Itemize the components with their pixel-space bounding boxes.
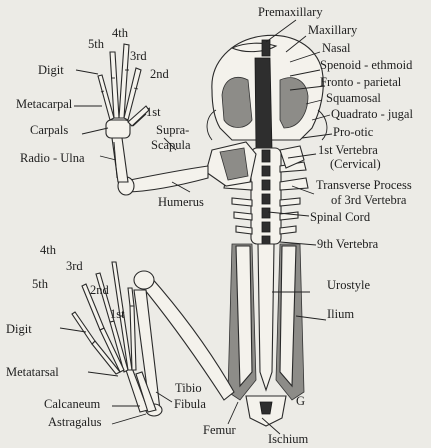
label-1st-vertebra: 1st Vertebra [318, 143, 378, 157]
label-foot-5th: 5th [32, 277, 49, 291]
label-nasal: Nasal [322, 41, 351, 55]
label-hand-3rd: 3rd [130, 49, 147, 63]
label-digit-foot: Digit [6, 322, 32, 336]
label-radio-ulna: Radio - Ulna [20, 151, 85, 165]
label-hand-5th: 5th [88, 37, 105, 51]
label-metatarsal: Metatarsal [6, 365, 59, 379]
label-signature: G [296, 394, 305, 408]
label-hand-4th: 4th [112, 26, 129, 40]
label-foot-1st: 1st [110, 307, 125, 321]
label-spinal-cord: Spinal Cord [310, 210, 371, 224]
label-carpals: Carpals [30, 123, 68, 137]
label-humerus: Humerus [158, 195, 204, 209]
label-hand-2nd: 2nd [150, 67, 170, 81]
label-transverse-process-line2: of 3rd Vertebra [331, 193, 407, 207]
label-pro-otic: Pro-otic [333, 125, 374, 139]
label-urostyle: Urostyle [327, 278, 371, 292]
label-foot-4th: 4th [40, 243, 57, 257]
label-supra: Supra- [156, 123, 189, 137]
label-metacarpal: Metacarpal [16, 97, 73, 111]
label-hand-1st: 1st [146, 105, 161, 119]
label-foot-3rd: 3rd [66, 259, 83, 273]
label-digit-hand: Digit [38, 63, 64, 77]
label-foot-2nd: 2nd [90, 283, 110, 297]
foot-bones [72, 262, 136, 374]
label-quadrato-jugal: Quadrato - jugal [331, 107, 413, 121]
label-tibio: Tibio [175, 381, 202, 395]
label-astragalus: Astragalus [48, 415, 102, 429]
label-scapula: Scapula [151, 138, 191, 152]
label-fibula: Fibula [174, 397, 206, 411]
labels: Premaxillary Maxillary Nasal Spenoid - e… [6, 5, 413, 446]
label-9th-vertebra: 9th Vertebra [317, 237, 379, 251]
label-ilium: Ilium [327, 307, 354, 321]
label-premaxillary: Premaxillary [258, 5, 323, 19]
label-transverse-process-line1: Transverse Process [316, 178, 412, 192]
label-femur: Femur [203, 423, 236, 437]
label-calcaneum: Calcaneum [44, 397, 101, 411]
label-ischium: Ischium [268, 432, 309, 446]
humerus-bone [118, 166, 208, 195]
label-squamosal: Squamosal [326, 91, 381, 105]
label-sphenoid-ethmoid: Spenoid - ethmoid [320, 58, 413, 72]
skull [207, 35, 327, 150]
label-fronto-parietal: Fronto - parietal [320, 75, 402, 89]
label-cervical: (Cervical) [330, 157, 381, 171]
urostyle-bone [258, 244, 274, 390]
label-maxillary: Maxillary [308, 23, 358, 37]
